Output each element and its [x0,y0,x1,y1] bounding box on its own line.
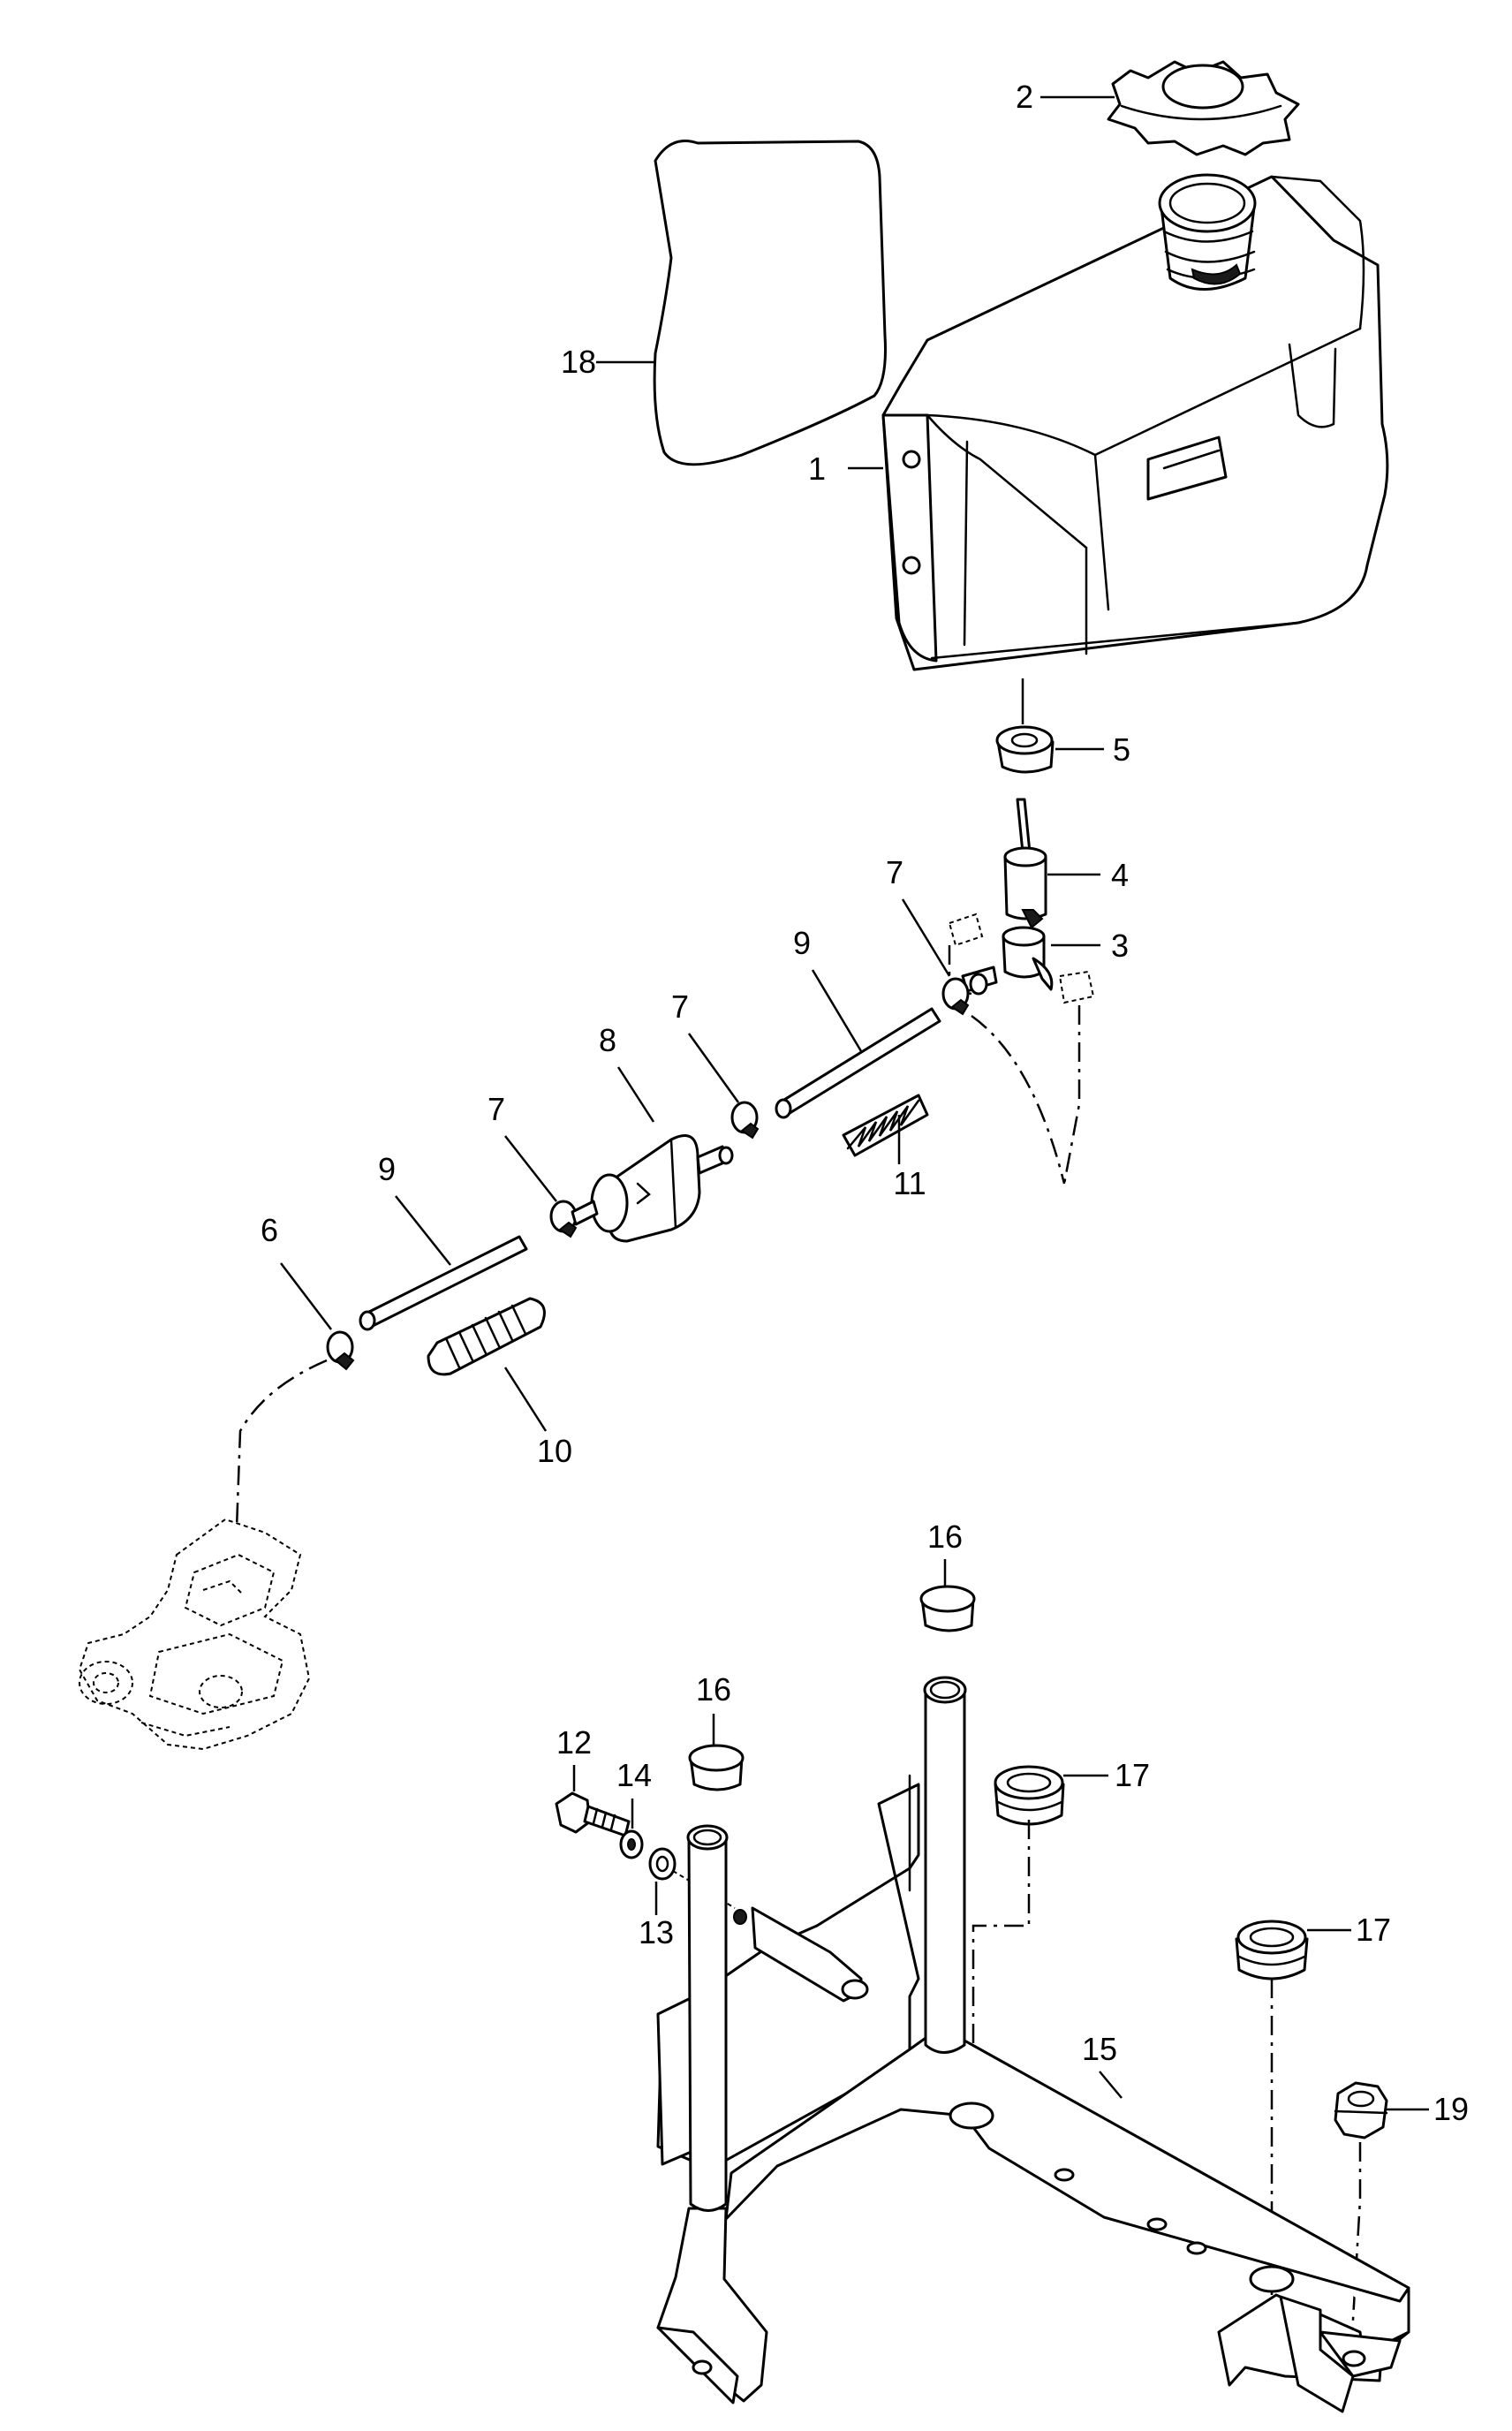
fuel-strainer-4 [1003,798,1047,929]
grommet-17-lower [1235,1920,1309,1980]
callout-15: 15 [1082,2031,1117,2067]
fuel-hose-9-upper [775,1007,941,1119]
callout-7a: 7 [886,854,903,890]
tank-frame-15 [656,1676,1410,2413]
callout-12: 12 [556,1724,592,1761]
callout-19: 19 [1433,2091,1469,2127]
washer-13 [648,1847,677,1881]
callout-7c: 7 [488,1091,505,1127]
callout-3: 3 [1111,928,1129,964]
callout-16a: 16 [927,1518,963,1555]
plug-16-left [688,1744,745,1791]
hose-clamp-6 [326,1330,355,1371]
nut-19 [1334,2081,1388,2139]
bolt-12 [555,1791,631,1837]
callout-6: 6 [261,1212,278,1248]
hose-clamp-7-top [941,977,970,1016]
callout-labels: 1 2 3 4 5 6 7 7 7 8 9 9 10 11 12 13 14 1… [261,79,1469,2127]
grommet-5 [995,725,1055,774]
callout-1: 1 [808,451,826,487]
spring-11 [842,1094,929,1157]
decal-18 [653,140,887,466]
spring-sleeve-10 [427,1297,546,1376]
callout-11: 11 [893,1165,926,1201]
hose-clamp-7-low [549,1200,578,1238]
callout-7b: 7 [671,988,689,1025]
callout-14: 14 [616,1757,652,1793]
lock-washer-14 [619,1829,644,1859]
callout-2: 2 [1016,79,1033,115]
callout-16b: 16 [696,1671,731,1708]
callout-13: 13 [639,1914,674,1950]
callout-17a: 17 [1115,1757,1150,1793]
callout-18: 18 [561,344,596,380]
callout-8: 8 [599,1022,616,1058]
fuel-valve-3 [948,913,1095,1004]
callout-5: 5 [1113,731,1130,768]
plug-16-right [919,1585,976,1632]
callout-9a: 9 [793,925,811,961]
callout-17b: 17 [1356,1912,1391,1948]
fuel-tank-1 [881,173,1389,671]
fuel-filter-8 [571,1134,734,1243]
carburetor-phantom [78,1518,311,1751]
callout-9b: 9 [378,1151,396,1187]
fuel-cap-2 [1107,60,1300,156]
grommet-17-upper [994,1765,1065,1826]
callout-10: 10 [537,1433,572,1469]
hose-clamp-7-mid [730,1101,760,1140]
callout-4: 4 [1111,857,1129,893]
fuel-hose-9-lower [359,1235,528,1331]
